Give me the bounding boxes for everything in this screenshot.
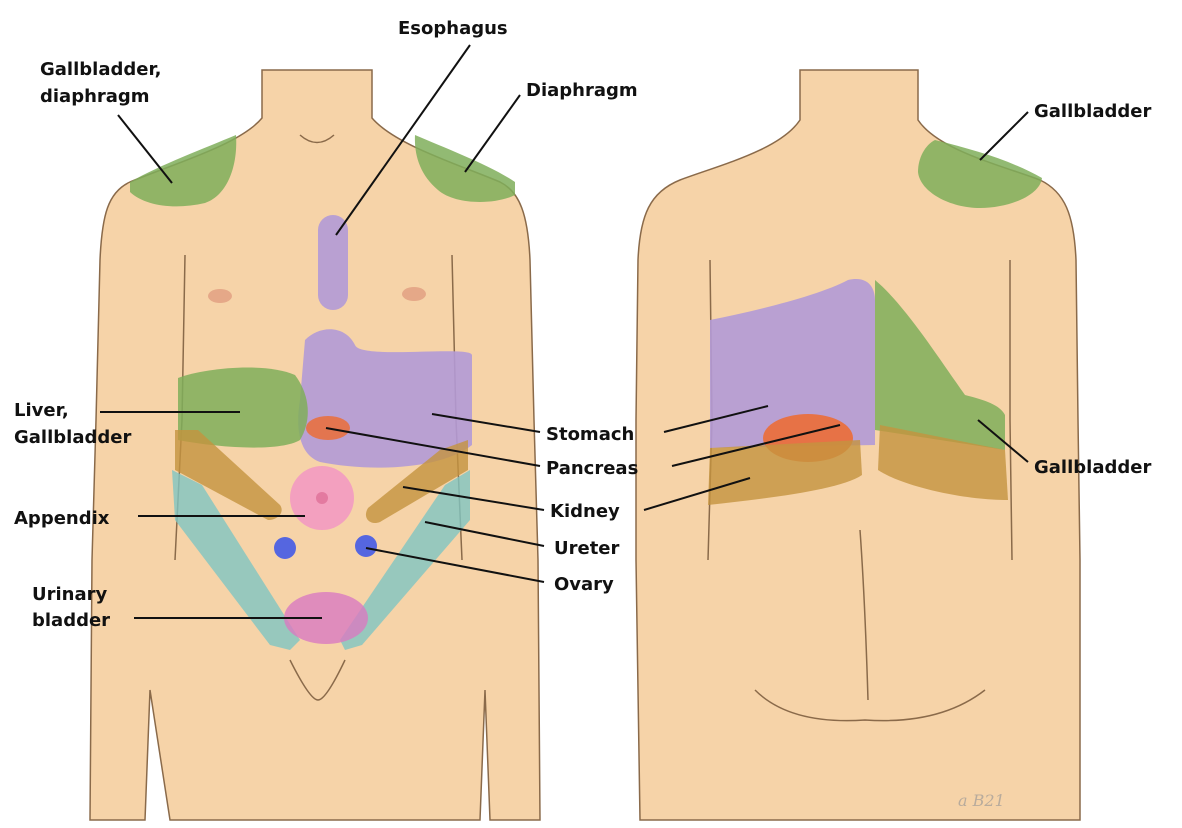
label-gallbladder-back-upper: Gallbladder <box>1034 101 1151 122</box>
right-nipple <box>402 287 426 301</box>
label-liver-gallbladder-2: Gallbladder <box>14 427 131 448</box>
label-urinary-bladder-1: Urinary <box>32 584 108 605</box>
label-esophagus: Esophagus <box>398 18 508 39</box>
ovary-left-region <box>274 537 296 559</box>
label-diaphragm: Diaphragm <box>526 80 638 101</box>
label-pancreas: Pancreas <box>546 458 638 479</box>
label-ureter: Ureter <box>554 538 620 559</box>
label-gallbladder-diaphragm-1: Gallbladder, <box>40 59 162 80</box>
label-urinary-bladder-2: bladder <box>32 610 110 631</box>
navel <box>316 492 328 504</box>
leader-gallbladder-diaphragm <box>118 115 172 183</box>
artist-signature: a B21 <box>958 791 1005 810</box>
label-ovary: Ovary <box>554 574 614 595</box>
leader-gallbladder-back-upper <box>980 112 1028 160</box>
label-kidney: Kidney <box>550 501 620 522</box>
leader-diaphragm <box>465 95 520 172</box>
esophagus-region <box>318 215 348 310</box>
label-gallbladder-diaphragm-2: diaphragm <box>40 86 150 107</box>
left-nipple <box>208 289 232 303</box>
label-appendix: Appendix <box>14 508 110 529</box>
ovary-right-region <box>355 535 377 557</box>
label-gallbladder-back-lower: Gallbladder <box>1034 457 1151 478</box>
label-stomach: Stomach <box>546 424 634 445</box>
label-liver-gallbladder-1: Liver, <box>14 400 69 421</box>
